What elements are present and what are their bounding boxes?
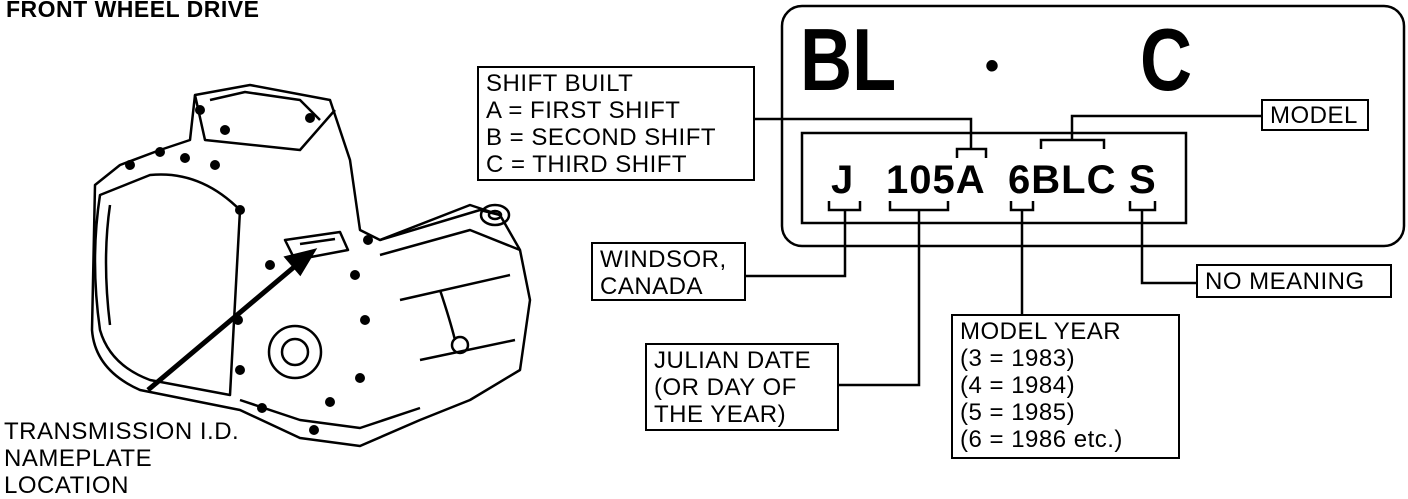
nameplate-big-left: BL <box>800 10 897 109</box>
plant-line-1: WINDSOR, <box>600 246 727 273</box>
location-line-3: LOCATION <box>4 472 129 499</box>
julian-line-2: (OR DAY OF <box>654 374 797 401</box>
nameplate-big-right: C <box>1140 10 1193 109</box>
model-year-4: (4 = 1984) <box>960 372 1076 399</box>
transmission-illustration <box>90 83 532 448</box>
location-line-2: NAMEPLATE <box>4 445 153 472</box>
plant-line-2: CANADA <box>600 273 704 300</box>
model-year-5: (5 = 1985) <box>960 399 1076 426</box>
nameplate-location-label: TRANSMISSION I.D. NAMEPLATE LOCATION <box>4 418 239 499</box>
shift-built-c: C = THIRD SHIFT <box>486 151 688 178</box>
code-plant: J <box>831 158 855 202</box>
shift-built-b: B = SECOND SHIFT <box>486 124 717 151</box>
shift-built-a: A = FIRST SHIFT <box>486 97 681 124</box>
shift-built-title: SHIFT BUILT <box>486 70 634 97</box>
model-year-6: (6 = 1986 etc.) <box>960 426 1123 453</box>
code-date-shift: 105A <box>886 158 986 202</box>
callout-model-year: MODEL YEAR (3 = 1983) (4 = 1984) (5 = 19… <box>951 314 1180 459</box>
diagram-title: FRONT WHEEL DRIVE <box>6 0 260 22</box>
model-year-3: (3 = 1983) <box>960 345 1076 372</box>
callout-shift-built: SHIFT BUILT A = FIRST SHIFT B = SECOND S… <box>477 66 755 181</box>
nameplate-big-dot: • <box>985 44 1000 88</box>
callout-model: MODEL <box>1261 99 1369 131</box>
callout-no-meaning: NO MEANING <box>1196 264 1392 298</box>
callout-plant: WINDSOR, CANADA <box>591 242 746 301</box>
model-year-title: MODEL YEAR <box>960 318 1122 345</box>
julian-line-1: JULIAN DATE <box>654 347 812 374</box>
location-line-1: TRANSMISSION I.D. <box>4 418 240 445</box>
code-suffix: S <box>1129 158 1157 202</box>
code-year-model: 6BLC <box>1008 158 1117 202</box>
julian-line-3: THE YEAR) <box>654 401 787 428</box>
callout-julian-date: JULIAN DATE (OR DAY OF THE YEAR) <box>645 343 839 431</box>
